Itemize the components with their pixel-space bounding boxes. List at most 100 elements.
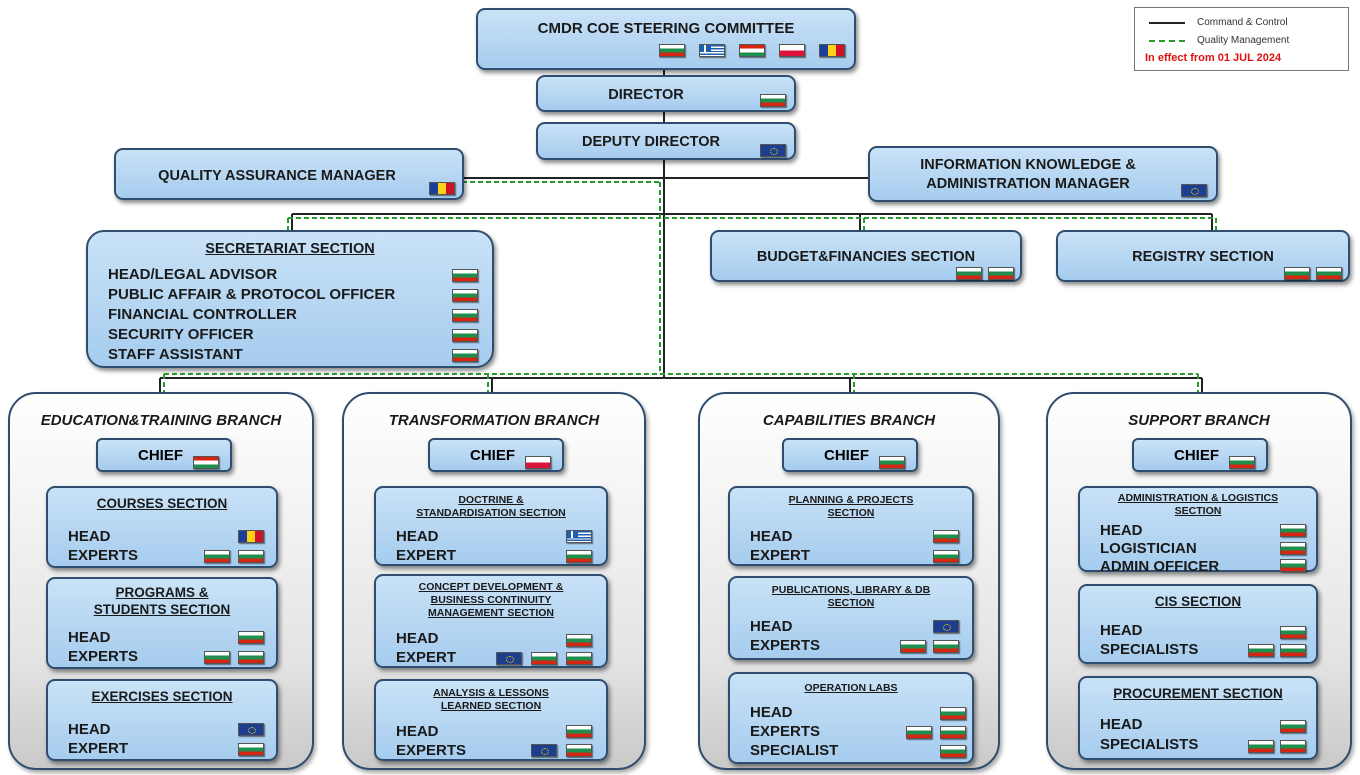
secretariat-row: PUBLIC AFFAIR & PROTOCOL OFFICER bbox=[108, 286, 396, 303]
bulgaria-flag-icon bbox=[204, 651, 230, 664]
section-row: EXPERT bbox=[396, 547, 457, 564]
section-row: ADMIN OFFICER bbox=[1100, 558, 1220, 575]
section-row: SPECIALISTS bbox=[1100, 641, 1199, 658]
bulgaria-flag-icon bbox=[1316, 267, 1342, 280]
section-title: SECTION bbox=[827, 507, 875, 519]
quality-assurance-manager-box: QUALITY ASSURANCE MANAGER bbox=[114, 148, 464, 200]
section-title: DOCTRINE & bbox=[458, 494, 524, 506]
bulgaria-flag-icon bbox=[452, 349, 478, 362]
section-title: COURSES SECTION bbox=[96, 496, 228, 511]
support-branch: SUPPORT BRANCH CHIEF ADMINISTRATION & LO… bbox=[1046, 392, 1352, 770]
programs-students-section-box: PROGRAMS & STUDENTS SECTION HEAD EXPERTS bbox=[46, 577, 278, 669]
section-title: STUDENTS SECTION bbox=[93, 602, 231, 617]
bulgaria-flag-icon bbox=[988, 267, 1014, 280]
bulgaria-flag-icon bbox=[566, 725, 592, 738]
administration-logistics-section-box: ADMINISTRATION & LOGISTICS SECTION HEAD … bbox=[1078, 486, 1318, 575]
analysis-lessons-learned-section-box: ANALYSIS & LESSONS LEARNED SECTION HEAD … bbox=[374, 679, 608, 761]
section-title: CIS SECTION bbox=[1154, 594, 1242, 609]
section-row: LOGISTICIAN bbox=[1100, 540, 1197, 557]
eu-flag-icon bbox=[238, 723, 264, 736]
greece-flag-icon bbox=[699, 44, 725, 57]
bulgaria-flag-icon bbox=[1280, 720, 1306, 733]
section-row: EXPERTS bbox=[396, 742, 467, 759]
exercises-section-box: EXERCISES SECTION HEAD EXPERT bbox=[46, 679, 278, 761]
steering-committee-box: CMDR COE STEERING COMMITTEE bbox=[476, 8, 856, 70]
branch-title: CAPABILITIES BRANCH bbox=[762, 412, 936, 429]
romania-flag-icon bbox=[429, 182, 455, 195]
bulgaria-flag-icon bbox=[879, 456, 905, 469]
deputy-director-box: DEPUTY DIRECTOR bbox=[536, 122, 796, 160]
section-row: HEAD bbox=[1100, 522, 1143, 539]
cis-section-box: CIS SECTION HEAD SPECIALISTS bbox=[1078, 584, 1318, 664]
secretariat-row: HEAD/LEGAL ADVISOR bbox=[108, 266, 278, 283]
ika-manager-line2: ADMINISTRATION MANAGER bbox=[926, 176, 1130, 192]
branch-title: EDUCATION&TRAINING BRANCH bbox=[40, 412, 282, 429]
section-title: ANALYSIS & LESSONS bbox=[433, 687, 549, 699]
section-row: HEAD bbox=[396, 723, 439, 740]
bulgaria-flag-icon bbox=[940, 745, 966, 758]
eu-flag-icon bbox=[933, 620, 959, 633]
section-row: HEAD bbox=[68, 629, 111, 646]
registry-section-box: REGISTRY SECTION bbox=[1056, 230, 1350, 282]
section-row: HEAD bbox=[1100, 716, 1143, 733]
bulgaria-flag-icon bbox=[1229, 456, 1255, 469]
courses-section-box: COURSES SECTION HEAD EXPERTS bbox=[46, 486, 278, 568]
branch-title: TRANSFORMATION BRANCH bbox=[388, 412, 600, 429]
section-row: HEAD bbox=[750, 704, 793, 721]
chief-label: CHIEF bbox=[138, 447, 183, 464]
bulgaria-flag-icon bbox=[238, 743, 264, 756]
secretariat-row: STAFF ASSISTANT bbox=[108, 346, 243, 363]
section-title: STANDARDISATION SECTION bbox=[416, 507, 566, 519]
bulgaria-flag-icon bbox=[1248, 740, 1274, 753]
command-control-line-sample bbox=[1149, 22, 1185, 24]
bulgaria-flag-icon bbox=[452, 269, 478, 282]
procurement-section-box: PROCUREMENT SECTION HEAD SPECIALISTS bbox=[1078, 676, 1318, 760]
eu-flag-icon bbox=[531, 744, 557, 757]
section-title: LEARNED SECTION bbox=[440, 700, 542, 712]
section-title: SECTION bbox=[1174, 505, 1222, 517]
bulgaria-flag-icon bbox=[940, 707, 966, 720]
legend: Command & Control Quality Management In … bbox=[1134, 7, 1349, 71]
doctrine-standardisation-section-box: DOCTRINE & STANDARDISATION SECTION HEAD … bbox=[374, 486, 608, 566]
bulgaria-flag-icon bbox=[1284, 267, 1310, 280]
bulgaria-flag-icon bbox=[906, 726, 932, 739]
section-row: HEAD bbox=[68, 721, 111, 738]
section-title: PROGRAMS & bbox=[115, 585, 209, 600]
bulgaria-flag-icon bbox=[1280, 559, 1306, 572]
section-title: PROCUREMENT SECTION bbox=[1113, 686, 1283, 701]
capabilities-branch: CAPABILITIES BRANCH CHIEF PLANNING & PRO… bbox=[698, 392, 1000, 770]
registry-title: REGISTRY SECTION bbox=[1132, 249, 1274, 265]
section-row: HEAD bbox=[396, 630, 439, 647]
deputy-director-title: DEPUTY DIRECTOR bbox=[581, 134, 721, 150]
secretariat-section-box: SECRETARIAT SECTION HEAD/LEGAL ADVISOR P… bbox=[86, 230, 494, 368]
bulgaria-flag-icon bbox=[933, 640, 959, 653]
bulgaria-flag-icon bbox=[956, 267, 982, 280]
section-row: EXPERT bbox=[68, 740, 129, 757]
qa-manager-title: QUALITY ASSURANCE MANAGER bbox=[158, 168, 396, 184]
hungary-flag-icon bbox=[193, 456, 219, 469]
chief-box: CHIEF bbox=[1132, 438, 1268, 472]
romania-flag-icon bbox=[819, 44, 845, 57]
section-title: OPERATION LABS bbox=[804, 682, 898, 694]
chief-label: CHIEF bbox=[470, 447, 515, 464]
section-title: ADMINISTRATION & LOGISTICS bbox=[1117, 492, 1279, 504]
education-training-branch: EDUCATION&TRAINING BRANCH CHIEF COURSES … bbox=[8, 392, 314, 770]
bulgaria-flag-icon bbox=[452, 289, 478, 302]
bulgaria-flag-icon bbox=[940, 726, 966, 739]
section-title: CONCEPT DEVELOPMENT & bbox=[418, 581, 564, 593]
eu-flag-icon bbox=[760, 144, 786, 157]
romania-flag-icon bbox=[238, 530, 264, 543]
planning-projects-section-box: PLANNING & PROJECTS SECTION HEAD EXPERT bbox=[728, 486, 974, 566]
bulgaria-flag-icon bbox=[238, 631, 264, 644]
bulgaria-flag-icon bbox=[1280, 524, 1306, 537]
bulgaria-flag-icon bbox=[659, 44, 685, 57]
operation-labs-section-box: OPERATION LABS HEAD EXPERTS SPECIALIST bbox=[728, 672, 974, 764]
bulgaria-flag-icon bbox=[531, 652, 557, 665]
bulgaria-flag-icon bbox=[452, 329, 478, 342]
chief-box: CHIEF bbox=[428, 438, 564, 472]
bulgaria-flag-icon bbox=[566, 744, 592, 757]
greece-flag-icon bbox=[566, 530, 592, 543]
bulgaria-flag-icon bbox=[1248, 644, 1274, 657]
budget-finances-section-box: BUDGET&FINANCIES SECTION bbox=[710, 230, 1022, 282]
section-title: EXERCISES SECTION bbox=[91, 689, 233, 704]
